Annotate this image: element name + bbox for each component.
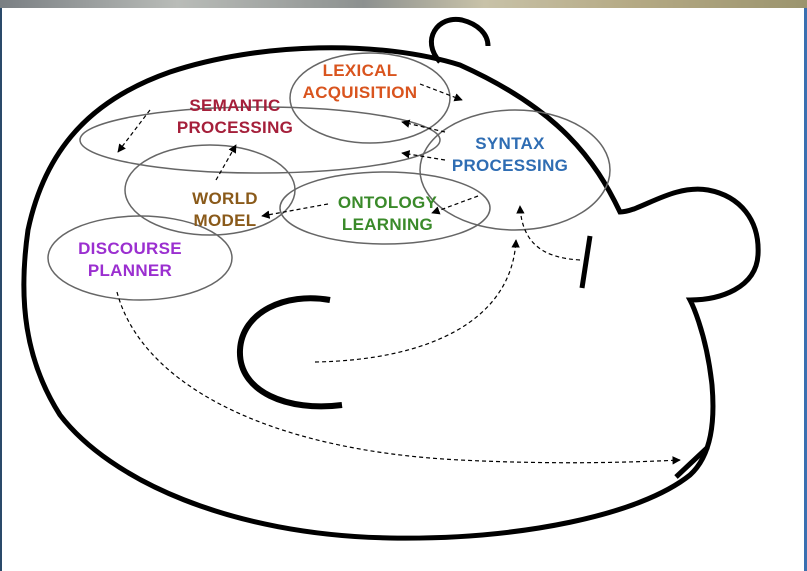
eye [236, 295, 343, 410]
semantic-label-line1: SEMANTIC [189, 96, 281, 115]
region-syntax [419, 109, 611, 231]
syntax-label-line1: SYNTAX [475, 134, 545, 153]
syntax-label-line2: PROCESSING [451, 156, 569, 175]
semantic-processing-label: SEMANTIC PROCESSING [160, 95, 310, 139]
syntax-processing-label: SYNTAX PROCESSING [440, 133, 580, 177]
nose-mark [579, 235, 593, 289]
arrow-nose-to-syntax [516, 205, 581, 261]
arrow-lexical-to-syntax [419, 83, 463, 102]
lexical-label-line1: LEXICAL [322, 61, 398, 80]
right-border [804, 8, 807, 571]
hair-curl [428, 16, 491, 64]
left-border [0, 8, 2, 571]
discourse-label-line2: PLANNER [87, 261, 173, 280]
region-discourse [47, 215, 233, 301]
arrow-ontology-to-world [261, 203, 329, 219]
head-outline [21, 45, 761, 541]
ontology-label-line2: LEARNING [341, 215, 434, 234]
arrow-syntax-to-lexical [401, 119, 446, 133]
ontology-label-line1: ONTOLOGY [337, 193, 438, 212]
arrow-world-to-semantic [215, 144, 237, 181]
region-ontology [279, 171, 491, 245]
arrow-eye-to-syntax [314, 239, 520, 363]
lexical-label-line2: ACQUISITION [302, 83, 418, 102]
ontology-learning-label: ONTOLOGY LEARNING [330, 192, 445, 236]
lexical-acquisition-label: LEXICAL ACQUISITION [300, 60, 420, 104]
top-photo-strip [0, 0, 807, 8]
region-lexical [289, 52, 451, 144]
arrow-discourse-to-mouth [116, 291, 681, 465]
semantic-label-line2: PROCESSING [176, 118, 294, 137]
arrow-syntax-to-semantic [401, 150, 446, 161]
mouth-mark [674, 445, 710, 479]
world-model-label: WORLD MODEL [180, 188, 270, 232]
world-label-line2: MODEL [193, 211, 257, 230]
arrow-semantic-to-discourse [117, 109, 151, 153]
discourse-label-line1: DISCOURSE [78, 239, 182, 258]
world-label-line1: WORLD [192, 189, 258, 208]
arrow-syntax-to-ontology [431, 195, 479, 215]
discourse-planner-label: DISCOURSE PLANNER [65, 238, 195, 282]
region-semantic [79, 106, 441, 174]
